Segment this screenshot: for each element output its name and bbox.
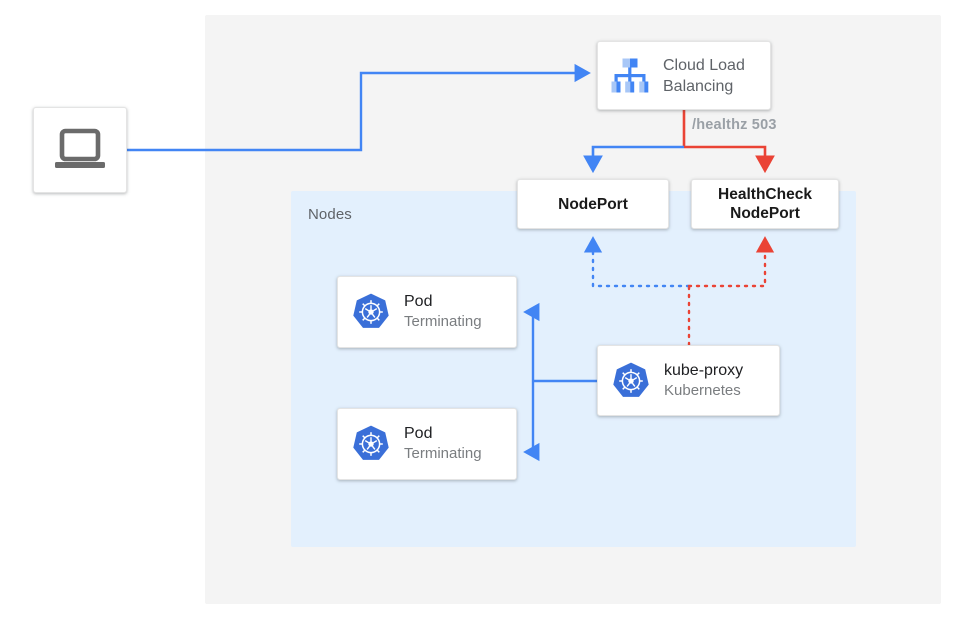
- nodes-panel-label: Nodes: [308, 206, 352, 223]
- cloud-load-balancing-icon: [611, 58, 649, 92]
- nodeport-node[interactable]: NodePort: [517, 179, 669, 229]
- healthz-503-label: /healthz 503: [692, 117, 777, 133]
- kube-proxy-text: kube-proxy Kubernetes: [664, 361, 743, 401]
- kube-proxy-subtitle: Kubernetes: [664, 381, 741, 399]
- pod-text-2: Pod Terminating: [404, 424, 482, 464]
- pod-node-2[interactable]: Pod Terminating: [337, 408, 517, 480]
- client-node[interactable]: [33, 107, 127, 193]
- cloud-load-balancing-node[interactable]: Cloud Load Balancing: [597, 41, 771, 110]
- pod-node-1[interactable]: Pod Terminating: [337, 276, 517, 348]
- kubernetes-icon: [353, 293, 389, 328]
- pod-title-2: Pod: [404, 425, 433, 442]
- kube-proxy-title: kube-proxy: [664, 361, 744, 379]
- pod-status-1: Terminating: [404, 313, 482, 330]
- cloud-load-balancing-label: Cloud Load Balancing: [663, 56, 745, 95]
- healthcheck-nodeport-label: HealthCheck NodePort: [718, 186, 812, 222]
- kubernetes-icon: [353, 425, 389, 460]
- healthcheck-nodeport-node[interactable]: HealthCheck NodePort: [691, 179, 839, 229]
- kubernetes-icon: [613, 362, 649, 397]
- nodeport-label: NodePort: [558, 195, 628, 213]
- pod-title-1: Pod: [404, 293, 433, 310]
- pod-text-1: Pod Terminating: [404, 292, 482, 332]
- laptop-icon: [55, 128, 105, 168]
- pod-status-2: Terminating: [404, 445, 482, 462]
- kube-proxy-node[interactable]: kube-proxy Kubernetes: [597, 345, 780, 416]
